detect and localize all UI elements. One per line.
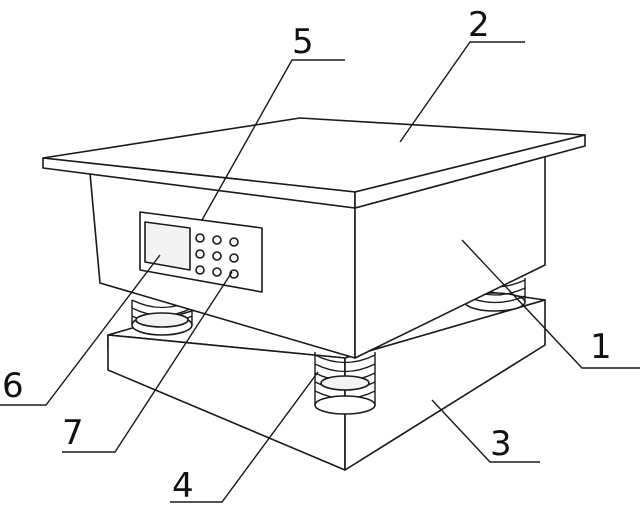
leader-3 bbox=[431, 399, 540, 463]
leader-4 bbox=[170, 371, 319, 503]
leader-7 bbox=[62, 271, 233, 453]
callout-7: 7 bbox=[62, 413, 84, 453]
callout-6: 6 bbox=[2, 366, 24, 406]
panel-buttons bbox=[195, 233, 239, 279]
callout-1: 1 bbox=[590, 327, 612, 367]
leader-lines bbox=[0, 41, 640, 503]
callout-labels: 1 2 3 4 5 6 7 bbox=[2, 5, 612, 506]
spring-rear-left bbox=[131, 299, 193, 336]
leader-5 bbox=[201, 59, 345, 221]
callout-3: 3 bbox=[490, 424, 512, 464]
display-screen bbox=[144, 221, 191, 271]
callout-5: 5 bbox=[292, 22, 314, 62]
leader-6 bbox=[0, 254, 161, 406]
spring-front bbox=[314, 352, 376, 415]
leader-2 bbox=[399, 41, 525, 143]
callout-4: 4 bbox=[172, 466, 194, 506]
callout-2: 2 bbox=[468, 5, 490, 45]
leader-1 bbox=[461, 239, 640, 369]
top-plate bbox=[42, 117, 586, 209]
